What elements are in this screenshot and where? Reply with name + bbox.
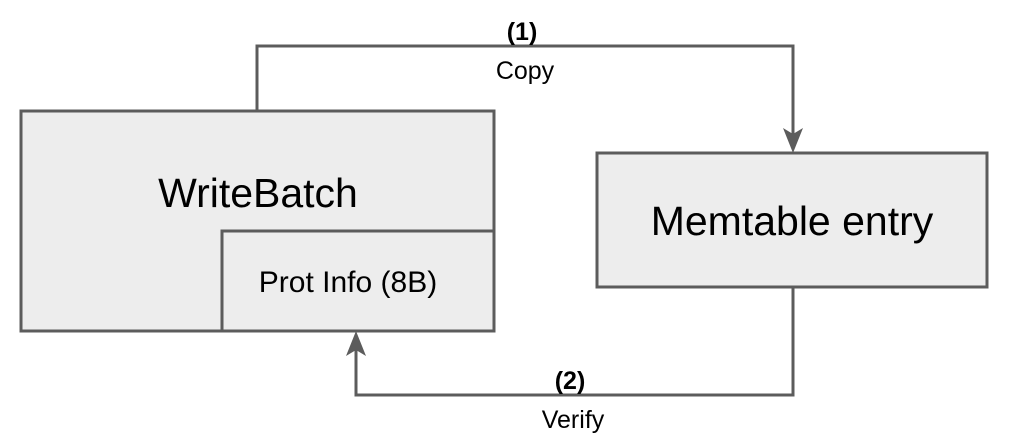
edge-verify[interactable] [346, 287, 795, 397]
node-prot-info-rect [220, 229, 496, 333]
node-writebatch-label: WriteBatch [158, 170, 358, 216]
node-prot-info-label: Prot Info (8B) [259, 266, 437, 299]
edge-verify-arrowhead [346, 331, 366, 356]
node-prot-info[interactable]: Prot Info (8B) [220, 229, 496, 333]
edge-copy-arrowhead [783, 128, 803, 153]
edge-verify-number: (2) [555, 367, 586, 395]
edge-copy-number: (1) [507, 18, 538, 46]
edge-verify-label: Verify [542, 406, 605, 434]
node-memtable-entry[interactable]: Memtable entry [595, 151, 989, 289]
node-memtable-entry-rect [595, 151, 989, 289]
edge-copy-label: Copy [496, 57, 555, 85]
node-memtable-entry-label: Memtable entry [651, 198, 934, 244]
edge-verify-line [354, 287, 795, 397]
edge-copy[interactable] [255, 44, 803, 153]
edge-copy-line [255, 44, 795, 140]
